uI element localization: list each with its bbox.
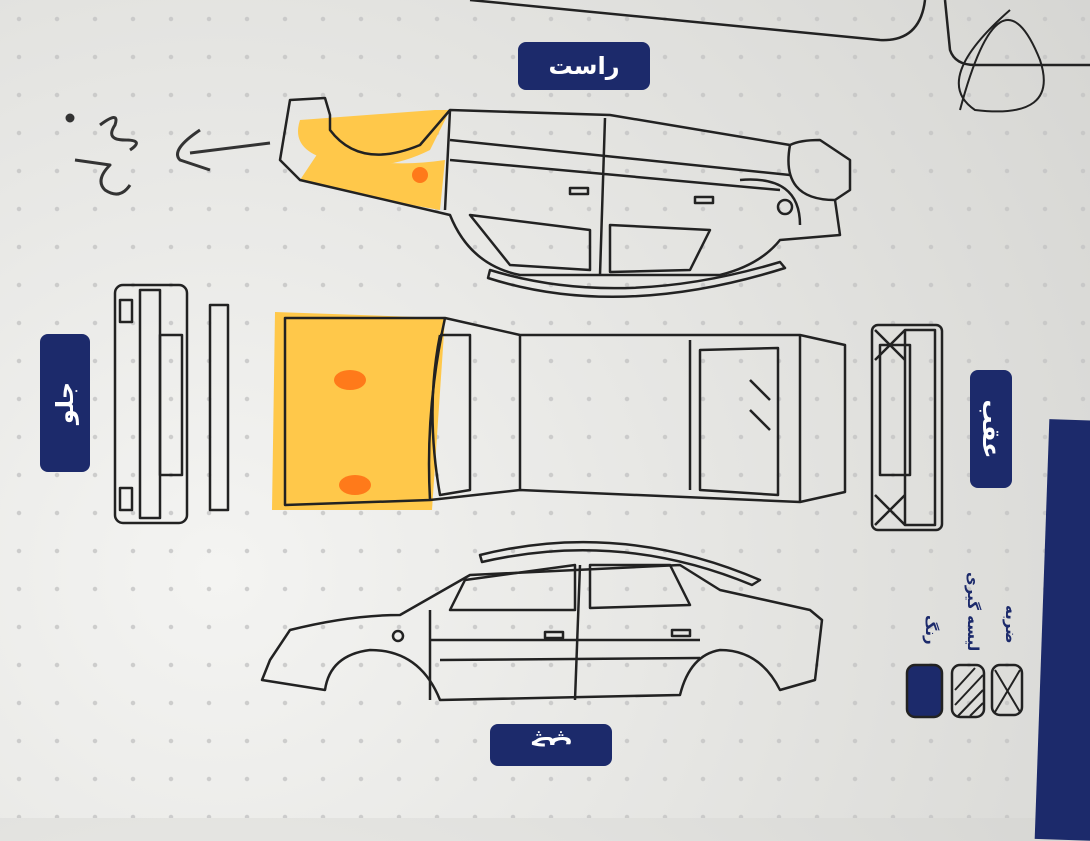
car-diagram (65, 0, 1090, 719)
label-left: چپ (490, 724, 612, 766)
label-rear: عقب (970, 370, 1012, 488)
legend-swatch-cross (990, 663, 1024, 717)
legend-label-cross: ضربه (1002, 605, 1020, 644)
front-bumper (113, 283, 230, 525)
car-left-side (260, 540, 824, 702)
top-right-frame (469, 0, 1090, 113)
legend-swatch-paint (905, 663, 944, 719)
rear-bumper (870, 323, 944, 532)
legend-label-paint: رنگ (922, 615, 940, 645)
legend-swatches (905, 663, 1024, 719)
car-right-side (278, 96, 852, 299)
handwritten-note (65, 113, 271, 196)
legend-label-hatched: لیسه گیری (964, 572, 982, 652)
legend-swatch-hatched (950, 663, 986, 719)
label-front: جلو (40, 334, 90, 472)
car-top-view (272, 312, 847, 510)
label-right: راست (518, 42, 650, 90)
